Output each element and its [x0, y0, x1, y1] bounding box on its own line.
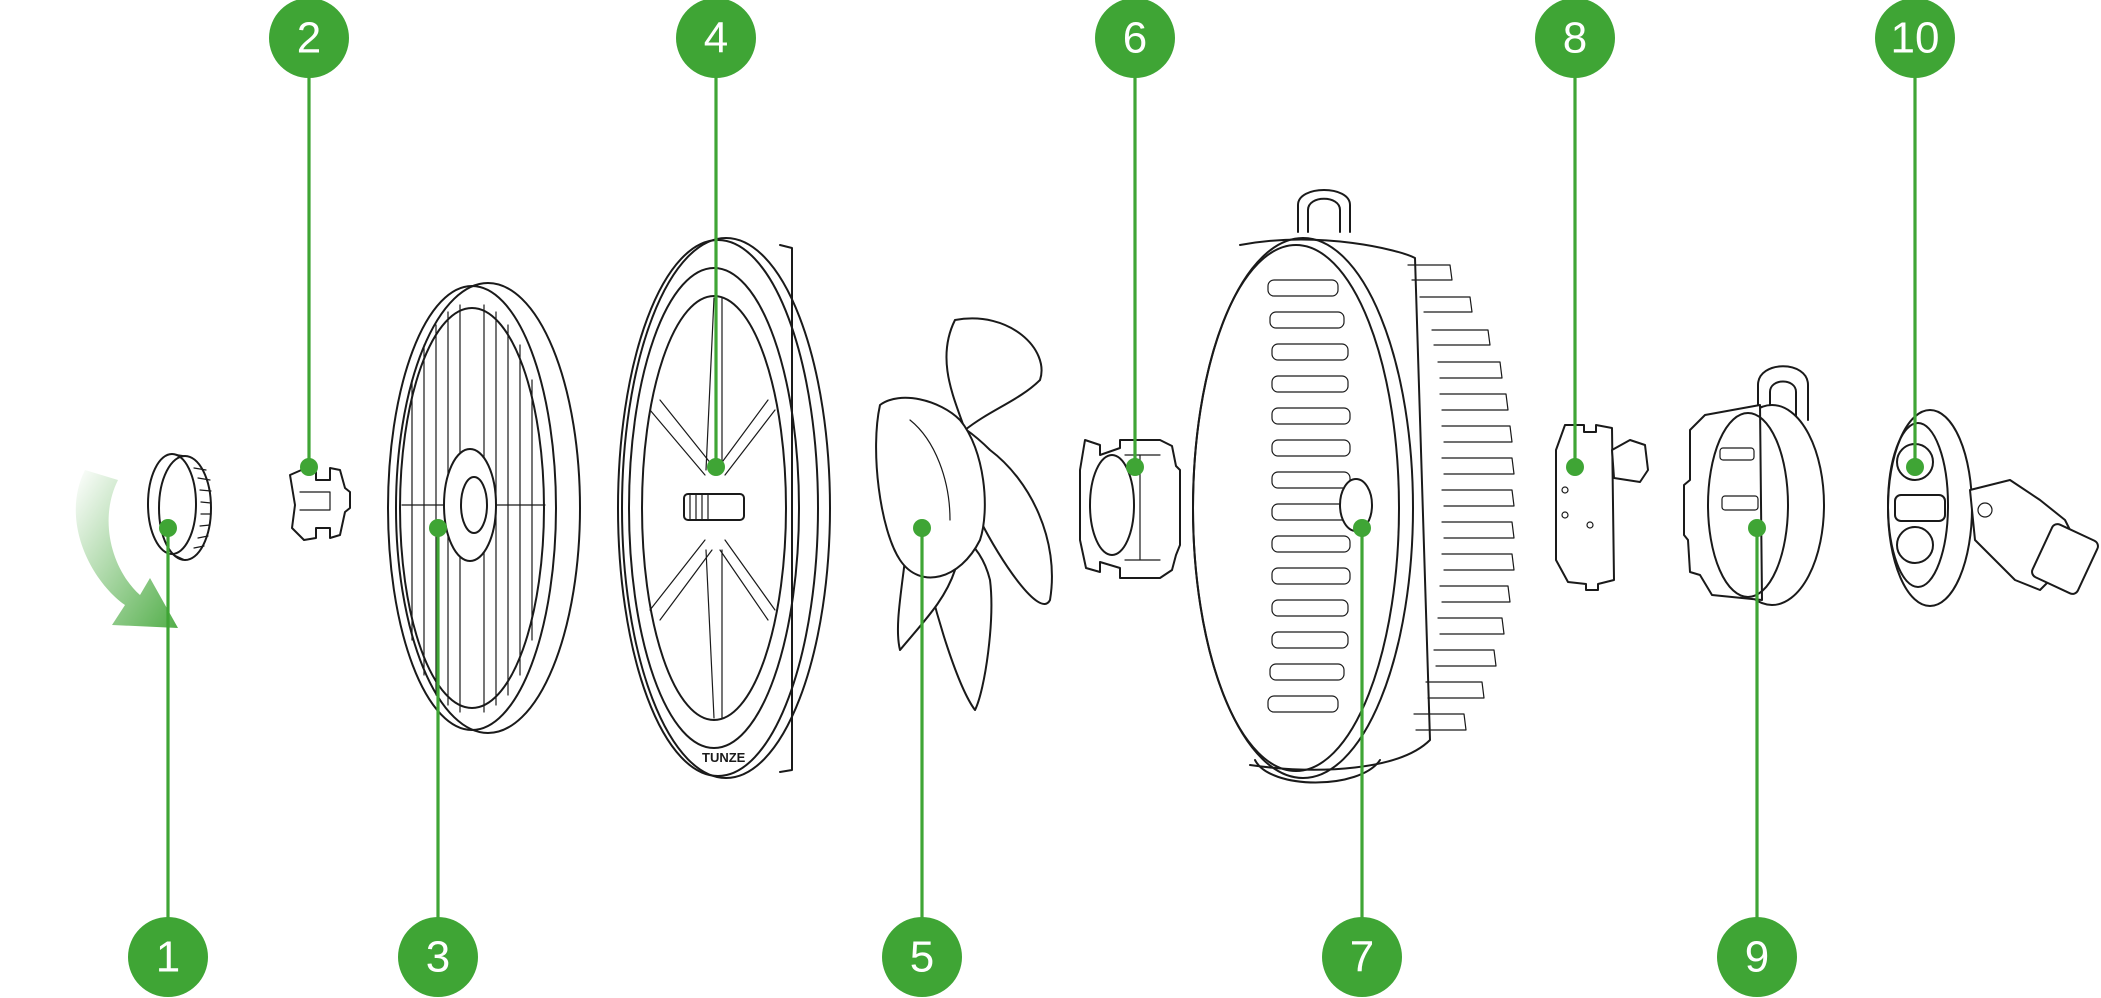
- callout-badge-1: [128, 917, 208, 997]
- callout-number-10: 10: [1891, 14, 1940, 63]
- callout-number-7: 7: [1350, 933, 1374, 982]
- callout-number-3: 3: [426, 933, 450, 982]
- part-10-magnet-holder: [1887, 409, 2099, 607]
- callout-3: 3: [398, 519, 478, 997]
- callout-9: 9: [1717, 519, 1797, 997]
- callout-number-4: 4: [704, 14, 728, 63]
- callout-number-6: 6: [1123, 14, 1147, 63]
- part-8-circuit-plate: [1555, 424, 1649, 591]
- callout-badge-9: [1717, 917, 1797, 997]
- callout-6: 6: [1095, 0, 1175, 476]
- part-1-knurled-cap: [75, 453, 212, 628]
- callout-4: 4: [676, 0, 756, 476]
- callout-layer: 1 2 3 4 5 6 7: [128, 0, 1955, 997]
- part-9-rear-cover: [1683, 365, 1825, 606]
- part-6-magnet-coupling: [1079, 439, 1181, 579]
- part-7-motor-housing: [1192, 189, 1515, 784]
- callout-number-1: 1: [156, 933, 180, 982]
- callout-number-2: 2: [297, 14, 321, 63]
- part-3-front-grille: [387, 282, 581, 734]
- callout-badge-4: [676, 0, 756, 78]
- callout-badge-3: [398, 917, 478, 997]
- callout-number-5: 5: [910, 933, 934, 982]
- callout-1: 1: [128, 519, 208, 997]
- callout-5: 5: [882, 519, 962, 997]
- callout-10: 10: [1875, 0, 1955, 476]
- part-4-rotor-ring: TUNZE: [617, 237, 831, 779]
- part-2-bearing-clip: [289, 467, 351, 541]
- callout-badge-6: [1095, 0, 1175, 78]
- callout-number-9: 9: [1745, 933, 1769, 982]
- callout-badge-10: [1875, 0, 1955, 78]
- rotation-arrow-icon: [75, 470, 178, 628]
- callout-number-8: 8: [1563, 14, 1587, 63]
- part-5-propeller: [875, 317, 1053, 711]
- brand-mark: TUNZE: [702, 750, 746, 765]
- callout-7: 7: [1322, 519, 1402, 997]
- callout-badge-5: [882, 917, 962, 997]
- callout-badge-7: [1322, 917, 1402, 997]
- callout-2: 2: [269, 0, 349, 476]
- callout-8: 8: [1535, 0, 1615, 476]
- callout-badge-2: [269, 0, 349, 78]
- callout-badge-8: [1535, 0, 1615, 78]
